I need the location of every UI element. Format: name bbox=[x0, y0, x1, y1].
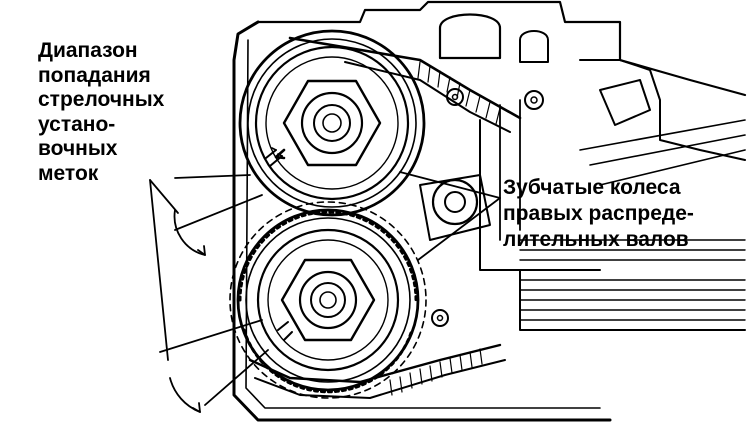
cam-housing-top bbox=[256, 0, 747, 97]
timing-belt-teeth-upper bbox=[417, 61, 501, 125]
timing-mark-range-label-line-1: Диапазон bbox=[38, 39, 138, 62]
camshaft-sprockets-label: Зубчатые колеса правых распреде- лительн… bbox=[503, 177, 694, 255]
timing-range-leader-lower-a bbox=[159, 319, 263, 353]
right-side-housing bbox=[479, 119, 746, 331]
camshaft-sprockets-label-line-1: Зубчатые колеса bbox=[503, 176, 681, 199]
right-side-fins bbox=[519, 239, 746, 321]
engine-cover-inner-outline bbox=[245, 39, 601, 409]
sprocket-leader-lower bbox=[417, 197, 501, 261]
left-callout-pointer-1 bbox=[149, 179, 179, 214]
left-callout-pointer-2 bbox=[149, 179, 169, 361]
lower-camshaft-sprocket bbox=[229, 201, 427, 399]
tensioner-pulley-hub bbox=[444, 191, 466, 213]
timing-belt-teeth-lower bbox=[389, 348, 483, 396]
sprocket-leader-upper bbox=[399, 171, 501, 199]
timing-range-arc-upper-arrow bbox=[197, 245, 206, 256]
upper-sprocket-timing-arrow bbox=[274, 148, 286, 160]
timing-mark-range-label: Диапазон попадания стрелочных устано- во… bbox=[38, 40, 164, 187]
timing-range-leader-lower-b bbox=[204, 349, 269, 406]
timing-range-leader-upper-b bbox=[174, 194, 263, 231]
right-side-casting bbox=[579, 59, 746, 161]
engine-cover-outline bbox=[232, 20, 612, 422]
timing-mark-range-label-line-5: вочных bbox=[38, 137, 118, 160]
right-side-bracket bbox=[599, 79, 651, 126]
tensioner-bracket bbox=[419, 174, 491, 241]
camshaft-sprockets-label-line-2: правых распреде- bbox=[503, 202, 694, 225]
timing-belt-upper-run-inner bbox=[344, 61, 511, 133]
camshaft-sprockets-label-line-3: лительных валов bbox=[503, 228, 689, 251]
lower-cover-bolt-center bbox=[436, 314, 444, 322]
cam-housing-arch bbox=[438, 13, 502, 60]
timing-range-leader-upper-a bbox=[174, 174, 251, 179]
timing-mark-range-label-line-3: стрелочных bbox=[38, 88, 165, 111]
cam-housing-bolt-boss bbox=[519, 30, 549, 63]
lower-cover-bolt bbox=[431, 309, 449, 327]
timing-mark-range-label-line-2: попадания bbox=[38, 63, 151, 87]
timing-range-arc-upper bbox=[173, 209, 206, 256]
cam-housing-upper-bolt bbox=[524, 90, 544, 110]
timing-belt-upper-run bbox=[288, 36, 522, 120]
timing-range-arc-lower-arrow bbox=[192, 402, 201, 413]
lower-sprocket-teeth bbox=[238, 210, 418, 302]
timing-belt-lower-run-outer bbox=[254, 359, 506, 399]
timing-range-arc-lower bbox=[169, 377, 201, 413]
cam-housing-upper-bolt-center bbox=[530, 96, 538, 104]
right-side-rail bbox=[579, 119, 746, 186]
upper-camshaft-sprocket bbox=[238, 29, 426, 217]
timing-mark-range-label-line-6: меток bbox=[38, 161, 99, 185]
timing-mark-range-label-line-4: устано- bbox=[38, 112, 116, 136]
